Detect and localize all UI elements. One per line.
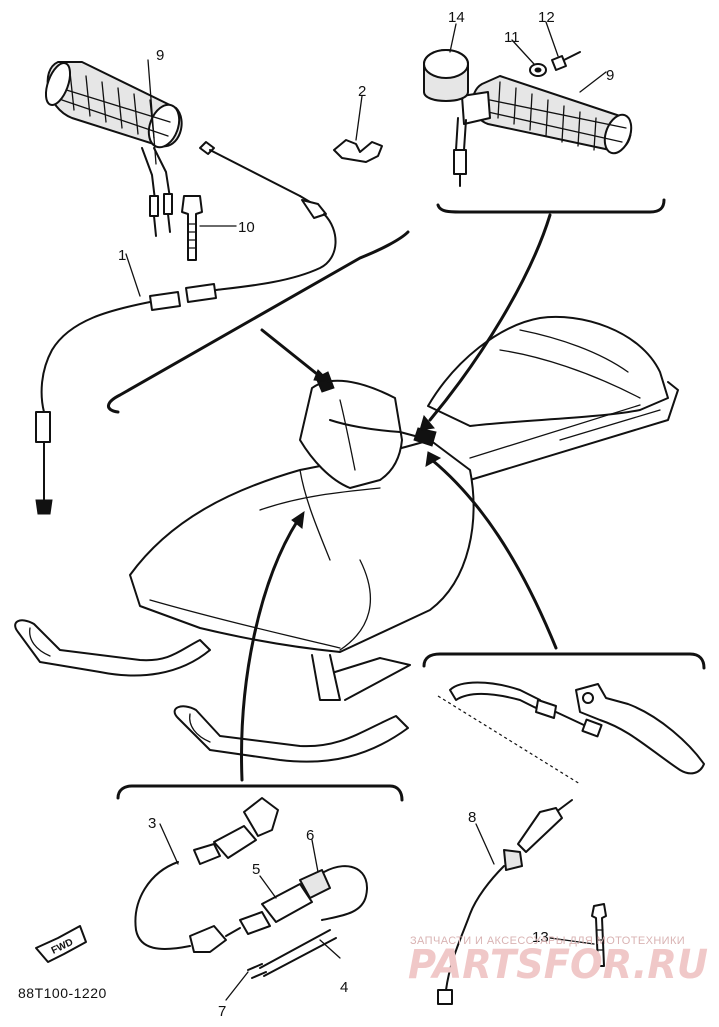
callout-2: 2 — [358, 83, 366, 100]
throttle-clip — [333, 139, 383, 163]
watermark: ЗАПЧАСТИ И АКСЕССУАРЫ ДЛЯ МОТОТЕХНИКИ PA… — [408, 935, 708, 988]
callout-1: 1 — [118, 247, 126, 264]
choke-cable-assembly — [225, 865, 368, 937]
screw — [551, 51, 581, 71]
watermark-caption: ЗАПЧАСТИ И АКСЕССУАРЫ ДЛЯ МОТОТЕХНИКИ — [410, 935, 685, 947]
callout-8: 8 — [468, 809, 476, 826]
fwd-arrow-icon: FWD — [35, 925, 87, 963]
band — [181, 195, 203, 261]
callout-11: 11 — [504, 29, 520, 46]
callout-10: 10 — [238, 219, 255, 236]
catalog-code: 88T100-1220 — [18, 985, 107, 1001]
leader-lines — [125, 21, 607, 1001]
dashed-link — [437, 695, 581, 785]
callout-9-right: 9 — [606, 67, 614, 84]
watermark-brand: PARTSFOR.RU — [408, 942, 708, 988]
callout-13: 13 — [532, 929, 549, 946]
lead-wires — [247, 929, 337, 979]
bracket-group-bottom-right — [422, 451, 706, 670]
bracket-group-top-left — [107, 230, 410, 414]
callout-3: 3 — [148, 815, 156, 832]
callout-12: 12 — [538, 9, 555, 26]
left-grip — [44, 61, 183, 237]
bracket-group-bottom-left — [116, 510, 404, 802]
callout-5: 5 — [252, 861, 260, 878]
brake-lever — [449, 681, 705, 775]
starter-cable-assembly — [134, 797, 279, 953]
callout-7: 7 — [218, 1003, 226, 1020]
band-small — [591, 903, 607, 967]
callout-6: 6 — [306, 827, 314, 844]
callout-labels: 1 2 3 4 5 6 7 8 9 9 10 11 12 13 14 — [118, 9, 614, 1020]
callout-14: 14 — [448, 9, 465, 26]
callout-9-left: 9 — [156, 47, 164, 64]
washer — [529, 63, 547, 77]
right-grip — [453, 75, 633, 187]
throttle-cable — [35, 141, 337, 515]
snowmobile-illustration — [14, 315, 679, 763]
callout-4: 4 — [340, 979, 348, 996]
bracket-group-top-right — [419, 198, 666, 431]
grip-cap — [423, 49, 469, 102]
brake-cable — [437, 799, 573, 1005]
